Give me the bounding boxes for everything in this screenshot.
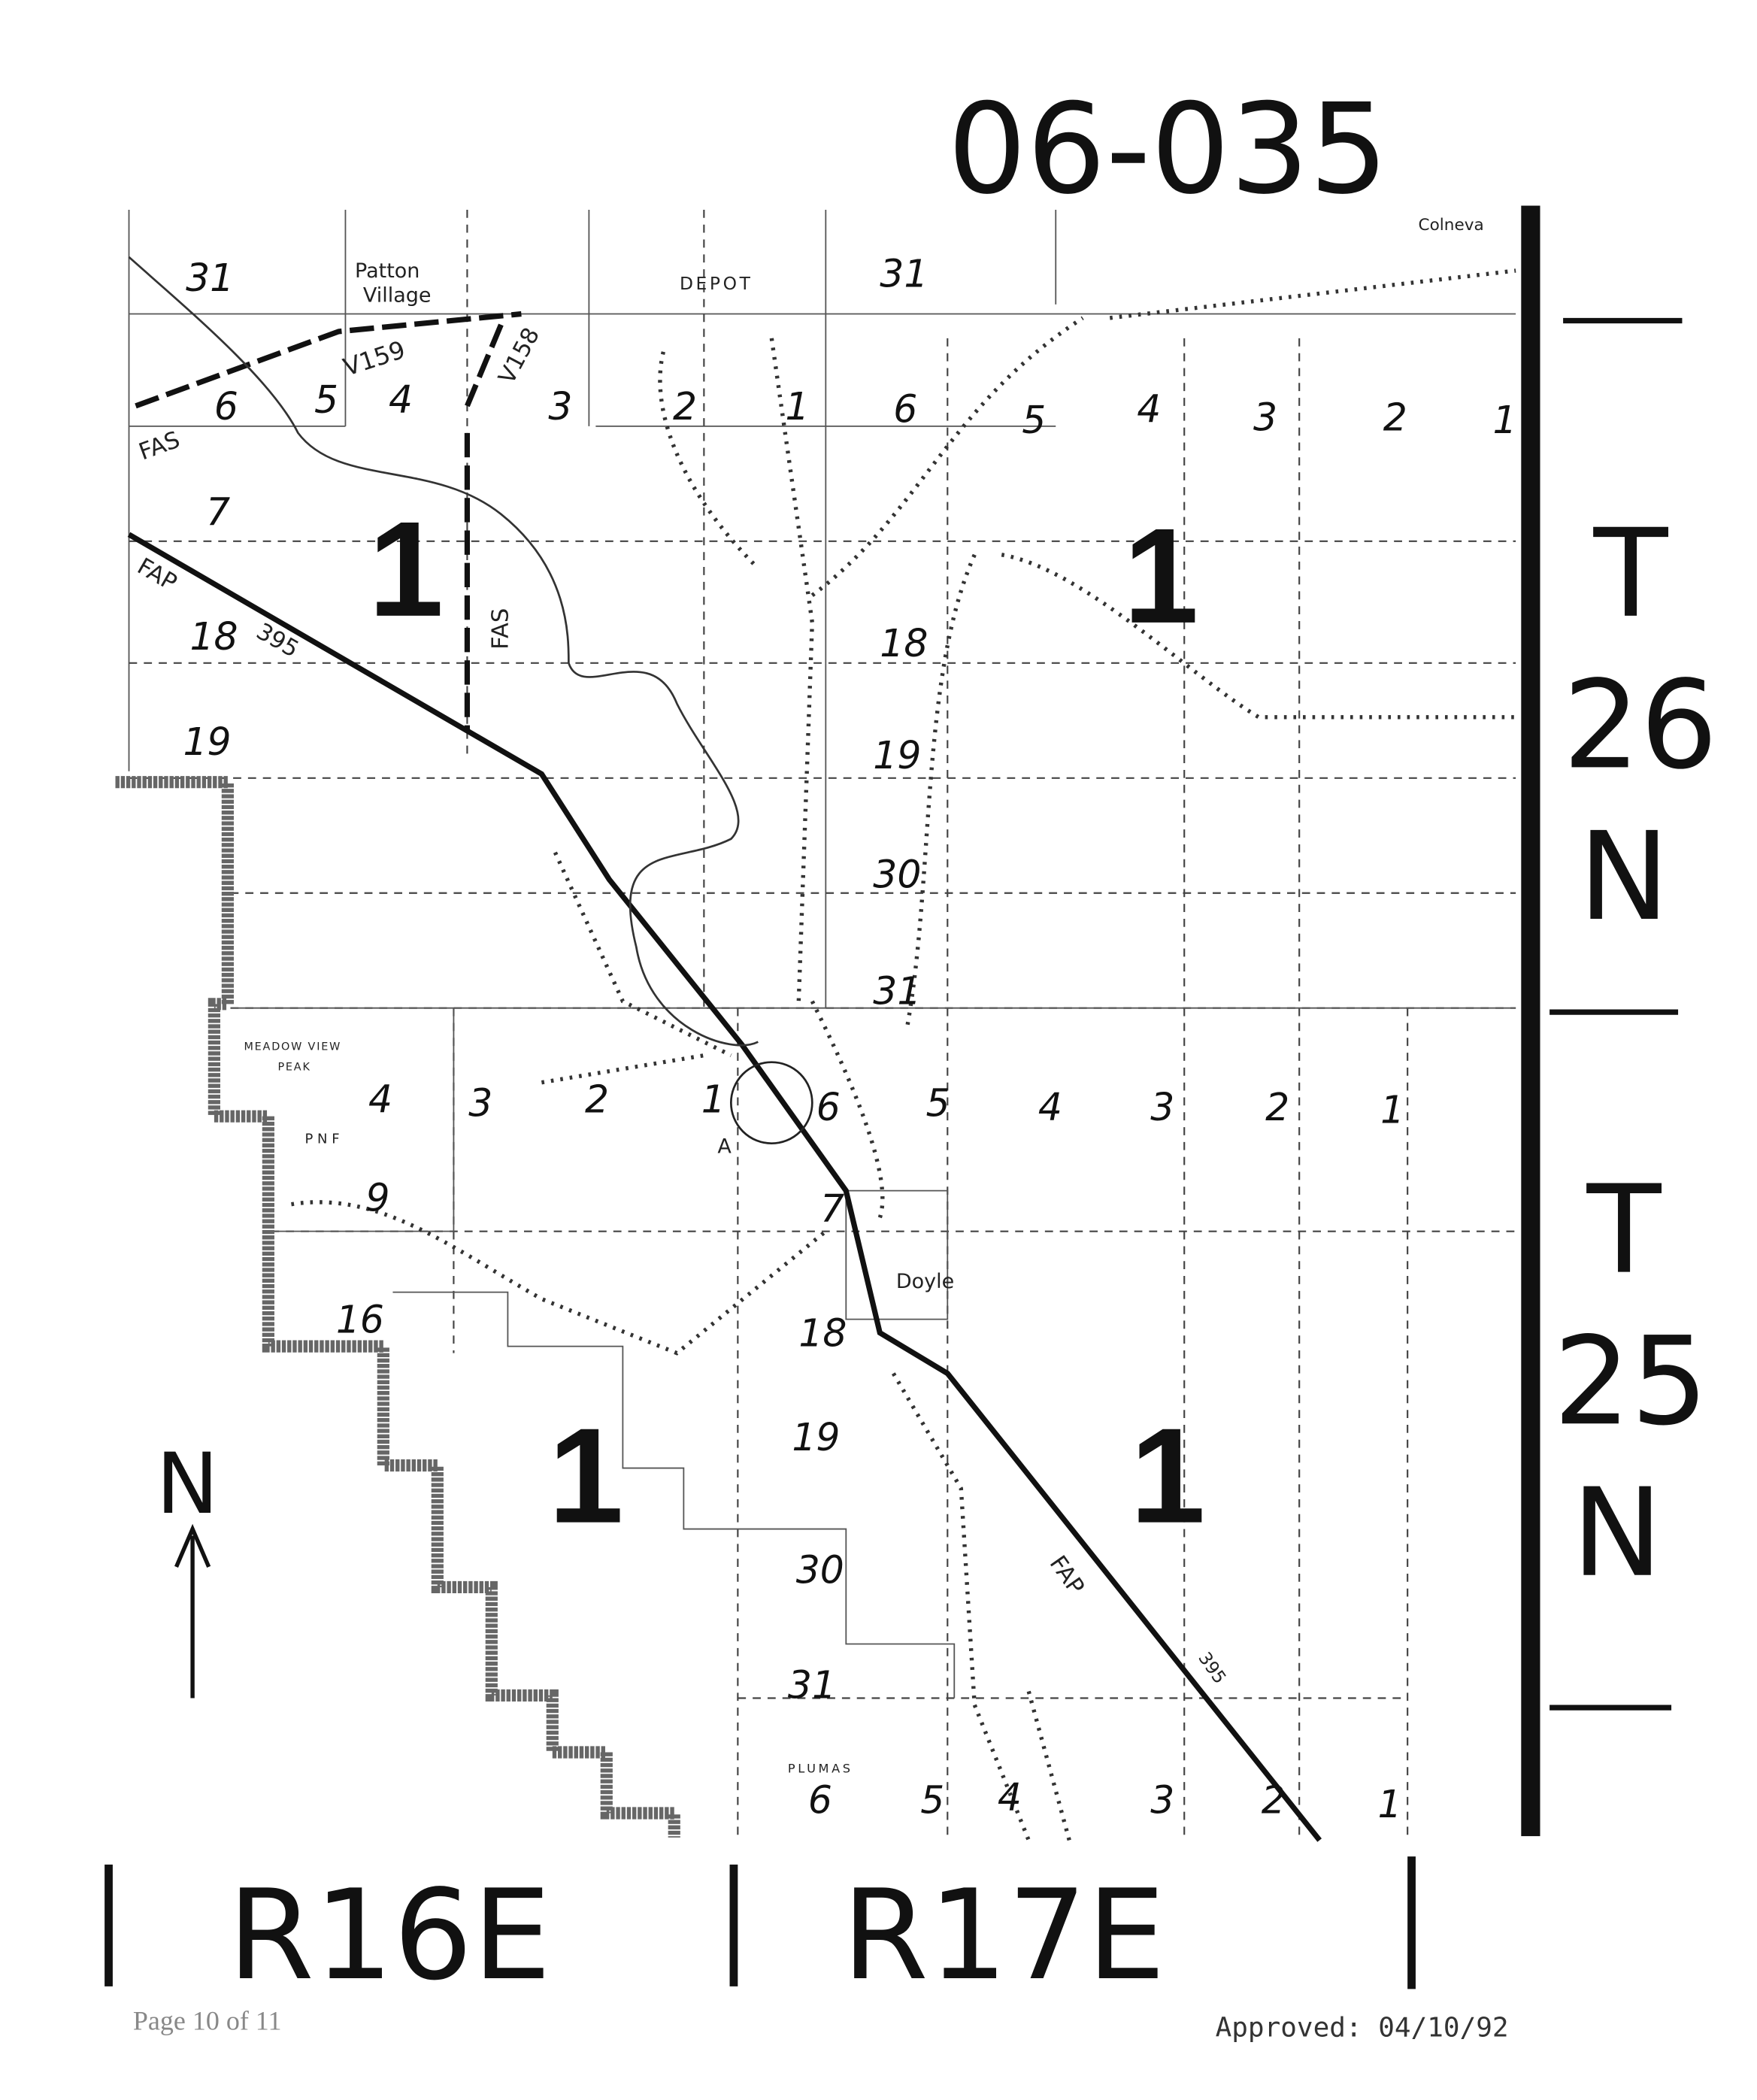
section-number: 1 bbox=[1493, 398, 1517, 442]
section-number: 1 bbox=[785, 384, 809, 429]
section-number: 5 bbox=[920, 1777, 944, 1822]
section-number: 31 bbox=[186, 256, 234, 300]
zone-number: 1 bbox=[1130, 1401, 1205, 1552]
township-ticks bbox=[1549, 317, 1683, 1711]
range-label-r16e: R16E bbox=[228, 1863, 551, 2008]
section-number: 2 bbox=[1262, 1777, 1286, 1822]
township-label-t25n: T 25 N bbox=[1553, 1160, 1708, 1605]
place-a: A bbox=[717, 1135, 732, 1158]
section-number: 6 bbox=[808, 1777, 832, 1822]
section-number: 16 bbox=[336, 1298, 384, 1342]
road-label-fas-north: FAS bbox=[487, 608, 513, 650]
approved-date: Approved: 04/10/92 bbox=[1216, 2012, 1509, 2043]
section-number: 3 bbox=[1150, 1085, 1174, 1129]
section-number: 18 bbox=[798, 1311, 847, 1356]
zone-number: 1 bbox=[368, 494, 444, 645]
section-number: 3 bbox=[1253, 395, 1277, 439]
place-labels: Patton Village DEPOT Colneva Doyle PLUMA… bbox=[244, 216, 1483, 1776]
section-number: 31 bbox=[788, 1663, 836, 1708]
section-number: 19 bbox=[183, 720, 231, 764]
place-village: Village bbox=[363, 283, 432, 307]
section-number: 19 bbox=[792, 1415, 840, 1459]
section-number: 2 bbox=[1265, 1085, 1289, 1129]
section-number: 1 bbox=[1380, 1088, 1404, 1132]
place-peak: PEAK bbox=[277, 1061, 311, 1073]
road-fas bbox=[135, 311, 522, 731]
section-number: 18 bbox=[880, 621, 928, 665]
township-t: T bbox=[1586, 1160, 1662, 1302]
section-number: 2 bbox=[1383, 395, 1407, 439]
section-number: 5 bbox=[925, 1081, 950, 1126]
river bbox=[128, 256, 759, 1047]
section-number: 7 bbox=[206, 489, 230, 534]
forest-boundary bbox=[115, 776, 680, 1838]
place-patton: Patton bbox=[355, 259, 420, 283]
place-meadow-view: MEADOW VIEW bbox=[244, 1041, 341, 1053]
range-dividers bbox=[105, 1856, 1416, 1989]
section-number: 4 bbox=[368, 1077, 392, 1121]
zone-number: 1 bbox=[1123, 501, 1198, 652]
interchange-circle bbox=[729, 1061, 813, 1145]
section-number: 3 bbox=[548, 384, 572, 429]
place-colneva: Colneva bbox=[1419, 216, 1484, 235]
section-number: 5 bbox=[314, 377, 338, 422]
section-number: 6 bbox=[893, 386, 917, 431]
section-number: 4 bbox=[1038, 1085, 1062, 1129]
section-number: 3 bbox=[1150, 1777, 1174, 1822]
township-t: T bbox=[1593, 504, 1669, 645]
section-number: 19 bbox=[873, 733, 921, 777]
document-number: 06-035 bbox=[947, 77, 1388, 223]
highway-fap-395 bbox=[127, 532, 1322, 1842]
township-label-t26n: T 26 N bbox=[1563, 504, 1718, 948]
section-number: 4 bbox=[1137, 386, 1161, 431]
section-number: 7 bbox=[820, 1186, 844, 1231]
section-number: 5 bbox=[1022, 398, 1046, 442]
township-number: 26 bbox=[1563, 655, 1718, 796]
page-number: Page 10 of 11 bbox=[133, 2005, 282, 2035]
section-number: 1 bbox=[701, 1077, 726, 1121]
section-number: 31 bbox=[880, 252, 928, 296]
section-number: 2 bbox=[673, 384, 697, 429]
zone-number: 1 bbox=[548, 1401, 623, 1552]
township-boundary-bar bbox=[1521, 205, 1540, 1837]
section-number: 30 bbox=[796, 1548, 844, 1592]
section-number: 6 bbox=[214, 384, 238, 429]
section-number: 1 bbox=[1378, 1782, 1402, 1826]
north-arrow-label: N bbox=[156, 1435, 219, 1533]
section-number: 4 bbox=[998, 1775, 1022, 1820]
township-n: N bbox=[1572, 1463, 1663, 1605]
section-number: 31 bbox=[873, 968, 921, 1013]
place-doyle: Doyle bbox=[896, 1270, 954, 1293]
north-arrowhead-icon bbox=[174, 1523, 211, 1568]
section-number: 4 bbox=[389, 377, 413, 422]
section-numbers: 31 6 5 4 3 2 1 6 5 4 3 2 1 31 7 18 19 18… bbox=[183, 252, 1516, 1826]
place-depot: DEPOT bbox=[680, 273, 753, 294]
range-label-r17e: R17E bbox=[842, 1863, 1165, 2008]
north-arrow: N bbox=[156, 1435, 219, 1698]
section-number: 6 bbox=[816, 1085, 841, 1129]
section-number: 2 bbox=[585, 1077, 609, 1121]
section-number: 3 bbox=[468, 1081, 492, 1126]
place-plumas: PLUMAS bbox=[788, 1761, 853, 1775]
township-number: 25 bbox=[1553, 1311, 1708, 1453]
section-number: 9 bbox=[365, 1176, 389, 1220]
section-number: 18 bbox=[189, 614, 238, 659]
trail-network bbox=[291, 268, 1516, 1841]
place-pnf: P N F bbox=[304, 1132, 339, 1147]
section-number: 30 bbox=[873, 853, 921, 897]
township-n: N bbox=[1579, 807, 1670, 948]
